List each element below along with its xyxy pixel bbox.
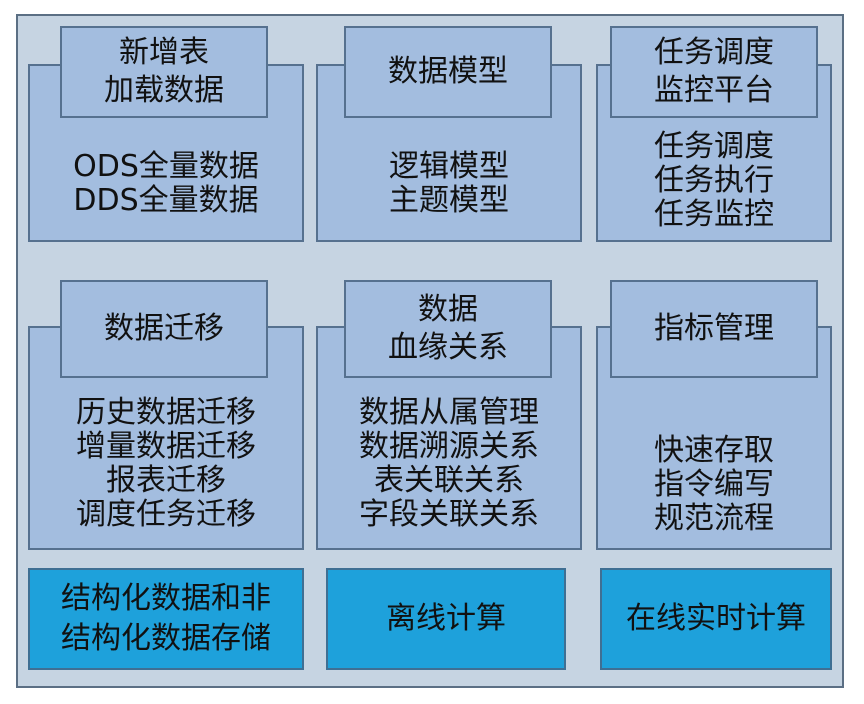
module-title-line: 新增表	[119, 35, 209, 70]
module-items-metric-management: 快速存取 指令编写 规范流程	[596, 426, 832, 544]
module-title-line: 数据	[418, 292, 478, 327]
module-item: 历史数据迁移	[76, 395, 256, 430]
module-item: 表关联关系	[374, 463, 524, 498]
module-title-data-model: 数据模型	[344, 26, 552, 118]
module-title-task-scheduling: 任务调度 监控平台	[610, 26, 818, 118]
module-item: 规范流程	[654, 501, 774, 536]
module-item: 任务调度	[654, 129, 774, 164]
module-title-line: 监控平台	[654, 73, 774, 108]
module-items-task-scheduling: 任务调度 任务执行 任务监控	[596, 124, 832, 238]
module-items-new-table: ODS全量数据 DDS全量数据	[28, 136, 304, 232]
module-title-metric-management: 指标管理	[610, 280, 818, 378]
base-block-line: 离线计算	[386, 601, 506, 636]
module-item: 字段关联关系	[359, 497, 539, 532]
module-title-line: 数据迁移	[104, 311, 224, 346]
module-items-data-model: 逻辑模型 主题模型	[316, 136, 582, 232]
module-item: 报表迁移	[106, 463, 226, 498]
module-items-data-lineage: 数据从属管理 数据溯源关系 表关联关系 字段关联关系	[316, 386, 582, 542]
base-block-realtime-computing: 在线实时计算	[600, 568, 832, 670]
module-item: 调度任务迁移	[76, 497, 256, 532]
module-title-line: 血缘关系	[388, 330, 508, 365]
module-title-line: 加载数据	[104, 73, 224, 108]
module-item: 任务执行	[654, 163, 774, 198]
module-item: 快速存取	[654, 433, 774, 468]
module-item: 任务监控	[654, 197, 774, 232]
module-item: 增量数据迁移	[76, 429, 256, 464]
module-item: 数据从属管理	[359, 395, 539, 430]
module-title-line: 任务调度	[654, 35, 774, 70]
base-block-line: 结构化数据存储	[61, 621, 271, 656]
module-item: 主题模型	[389, 183, 509, 218]
base-block-offline-computing: 离线计算	[326, 568, 566, 670]
module-item: ODS全量数据	[73, 149, 259, 184]
module-item: 指令编写	[654, 467, 774, 502]
base-block-line: 在线实时计算	[626, 601, 806, 636]
module-title-line: 指标管理	[654, 311, 774, 346]
module-item: 逻辑模型	[389, 149, 509, 184]
module-title-data-migration: 数据迁移	[60, 280, 268, 378]
module-item: 数据溯源关系	[359, 429, 539, 464]
base-block-line: 结构化数据和非	[61, 581, 271, 616]
module-title-new-table: 新增表 加载数据	[60, 26, 268, 118]
module-items-data-migration: 历史数据迁移 增量数据迁移 报表迁移 调度任务迁移	[28, 386, 304, 542]
module-title-line: 数据模型	[388, 54, 508, 89]
base-block-storage: 结构化数据和非 结构化数据存储	[28, 568, 304, 670]
module-title-data-lineage: 数据 血缘关系	[344, 280, 552, 378]
module-item: DDS全量数据	[73, 183, 259, 218]
